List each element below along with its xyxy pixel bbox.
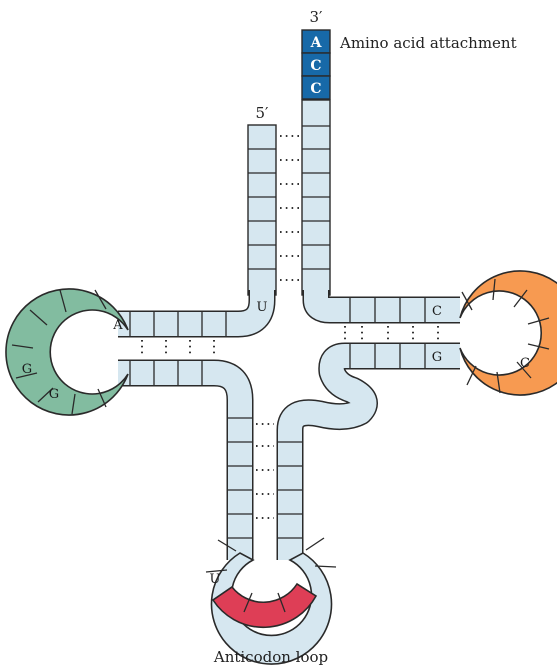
d-loop (6, 289, 128, 415)
acceptor-end: A C C (302, 30, 330, 99)
acceptor-stem (248, 100, 330, 295)
base-g-tpsi-bottom: G (432, 350, 442, 365)
d-arm-hbonds (142, 340, 214, 357)
tpsi-arm-hbonds (345, 326, 438, 341)
acceptor-letter-1: A (310, 35, 323, 51)
base-u-junction: U (257, 300, 268, 315)
base-c-tpsi-top: C (432, 304, 442, 319)
acceptor-letter-3: C (310, 81, 321, 97)
acceptor-hbonds (280, 136, 299, 280)
base-g-d-loop-2: G (49, 387, 59, 402)
acceptor-letter-2: C (310, 58, 321, 74)
tpsi-loop (460, 271, 557, 395)
label-5prime: 5′ (256, 104, 270, 122)
base-g-d-loop-1: G (22, 362, 32, 377)
label-3prime: 3′ (310, 8, 324, 26)
anticodon-loop (206, 538, 336, 664)
junction-ribbons (118, 290, 460, 560)
label-anticodon-loop: Anticodon loop (213, 648, 328, 666)
base-c-tpsi-loop: C (520, 356, 530, 371)
anticodon-arm-hbonds (256, 424, 274, 518)
d-loop-ring (6, 289, 128, 415)
base-u-anticodon: U (210, 572, 221, 587)
label-amino-acid-attachment: Amino acid attachment (339, 34, 517, 52)
tpsi-loop-ring (460, 271, 557, 395)
base-a-d-arm: A (112, 318, 123, 333)
